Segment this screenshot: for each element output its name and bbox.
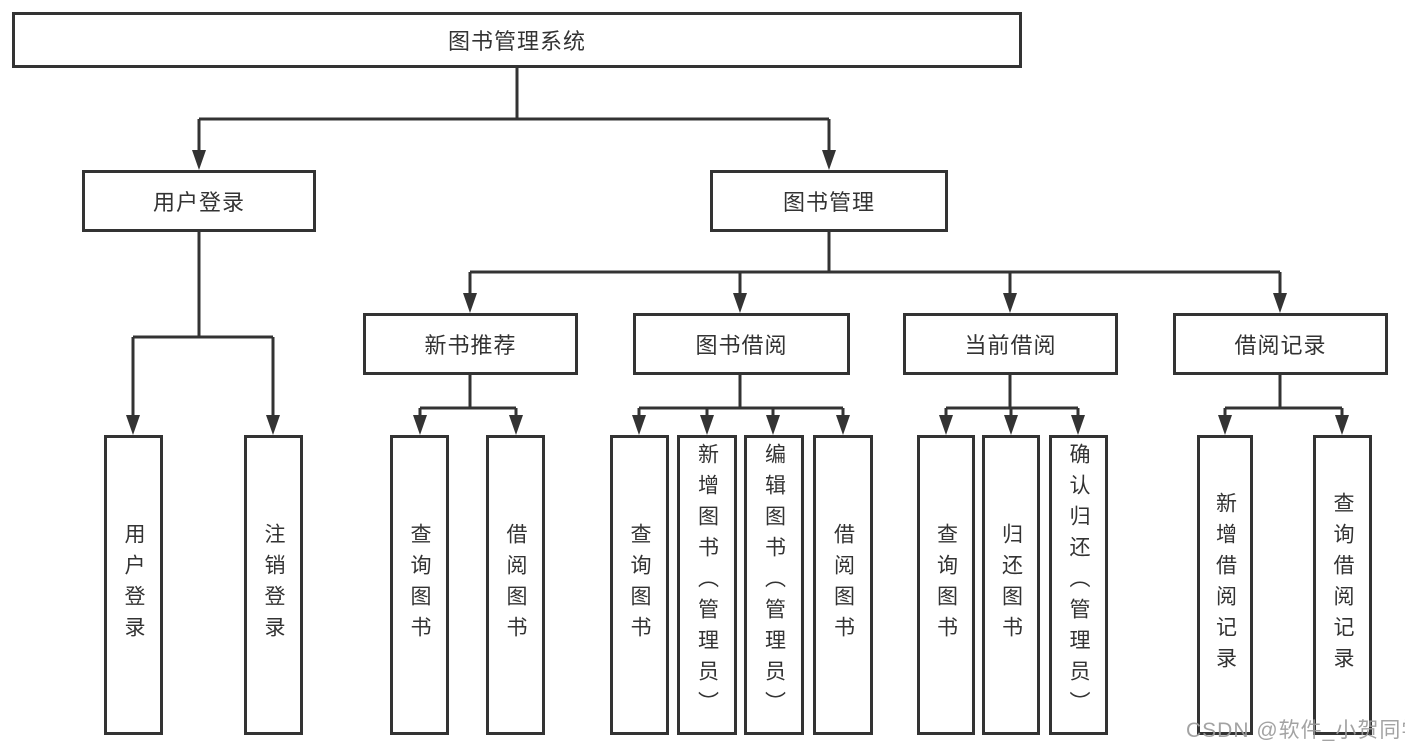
connector-records-split <box>1223 375 1344 418</box>
leaf-query-books-2: 查询图书 <box>610 435 669 735</box>
leaf-query-books-1: 查询图书 <box>390 435 449 735</box>
leaf-query-borrow-record: 查询借阅记录 <box>1313 435 1372 735</box>
leaf-add-borrow-record: 新增借阅记录 <box>1197 435 1253 735</box>
connector-userlogin-split <box>131 232 275 418</box>
leaf-return-books: 归还图书 <box>982 435 1040 735</box>
node-new-book-recommend: 新书推荐 <box>363 313 578 375</box>
watermark: CSDN @软件_小贺同学 <box>1186 719 1405 742</box>
node-book-management: 图书管理 <box>710 170 948 232</box>
node-root: 图书管理系统 <box>12 12 1022 68</box>
leaf-borrow-books-1: 借阅图书 <box>486 435 545 735</box>
leaf-borrow-books-2: 借阅图书 <box>813 435 873 735</box>
leaf-logout: 注销登录 <box>244 435 303 735</box>
connector-newbook-split <box>418 375 518 418</box>
arrowheads <box>126 150 1349 435</box>
node-user-login: 用户登录 <box>82 170 316 232</box>
leaf-edit-books-admin: 编辑图书（管理员） <box>744 435 804 735</box>
connector-root-split <box>197 68 831 152</box>
node-book-borrow: 图书借阅 <box>633 313 850 375</box>
connector-borrow-split <box>637 375 845 418</box>
leaf-add-books-admin: 新增图书（管理员） <box>677 435 737 735</box>
node-current-borrow: 当前借阅 <box>903 313 1118 375</box>
leaf-confirm-return-admin: 确认归还（管理员） <box>1049 435 1108 735</box>
connector-bookmgmt-split <box>468 232 1282 296</box>
leaf-user-login: 用户登录 <box>104 435 163 735</box>
leaf-query-books-3: 查询图书 <box>917 435 975 735</box>
connector-current-split <box>944 375 1080 418</box>
node-borrow-records: 借阅记录 <box>1173 313 1388 375</box>
